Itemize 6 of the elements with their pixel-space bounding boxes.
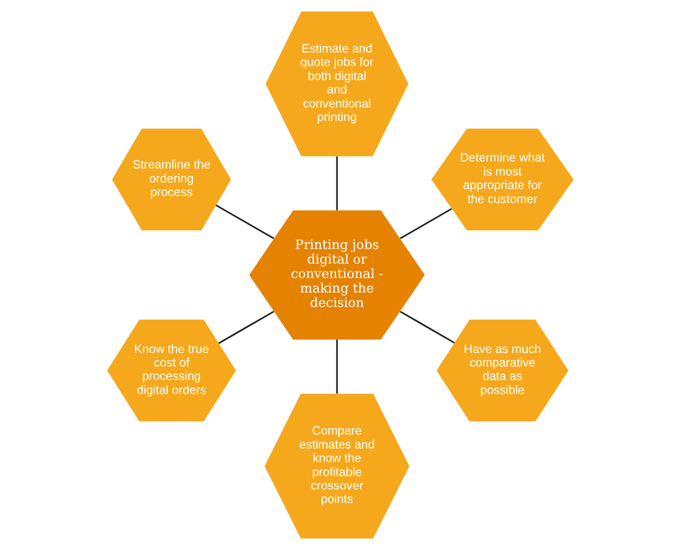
- connector: [336, 340, 338, 394]
- connector: [215, 204, 274, 240]
- connector: [399, 310, 454, 344]
- connector: [218, 310, 274, 344]
- connector: [336, 156, 338, 210]
- connector: [399, 208, 452, 240]
